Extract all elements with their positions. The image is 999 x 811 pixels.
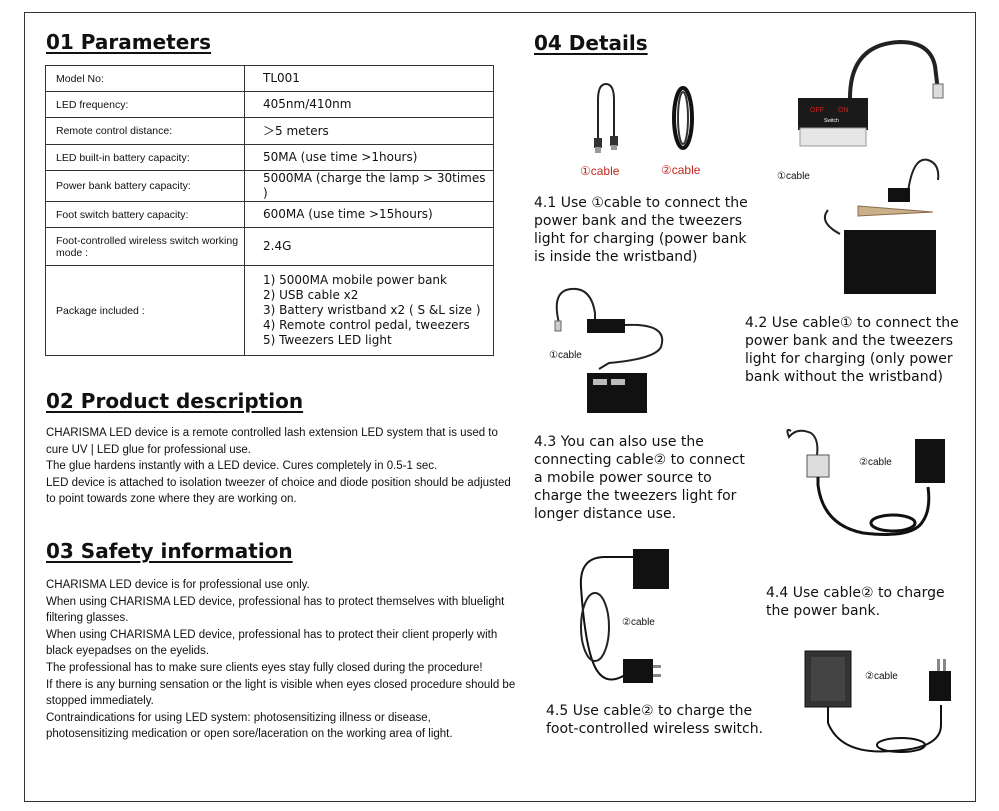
text-line: is inside the wristband) (534, 249, 698, 265)
param-value: TL001 (244, 65, 494, 92)
package-cell: 1) 5000MA mobile power bank 2) USB cable… (244, 265, 494, 356)
page-frame (24, 12, 976, 802)
param-label: Remote control distance: (45, 117, 245, 145)
paragraph: CHARISMA LED device is a remote controll… (46, 427, 498, 456)
cable2-label: ②cable (622, 617, 655, 628)
table-row: Remote control distance:＞5 meters (45, 117, 494, 145)
text-line: 4.5 Use cable② to charge the (546, 703, 753, 719)
text-line: 4.2 Use cable① to connect the (745, 315, 959, 331)
table-row: LED built-in battery capacity:50MA (use … (45, 144, 494, 171)
text-line: the power bank. (766, 603, 881, 619)
param-label: Foot switch battery capacity: (45, 201, 245, 228)
cable1-label: ①cable (580, 164, 620, 178)
text-line: 4.3 You can also use the (534, 434, 704, 450)
section-title-parameters: 01 Parameters (46, 30, 212, 54)
paragraph: If there is any burning sensation or the… (46, 678, 516, 708)
param-value: 5000MA (charge the lamp > 30times ) (244, 170, 494, 202)
safety-information: CHARISMA LED device is for professional … (46, 577, 516, 743)
param-value: 50MA (use time >1hours) (244, 144, 494, 171)
table-row: Power bank battery capacity:5000MA (char… (45, 170, 494, 202)
package-label: Package included : (45, 265, 245, 356)
paragraph: The glue hardens instantly with a LED de… (46, 460, 438, 473)
detail-4-3-text: 4.3 You can also use the connecting cabl… (534, 433, 745, 523)
param-value: ＞5 meters (244, 117, 494, 145)
text-line: 4.1 Use ①cable to connect the (534, 195, 748, 211)
list-item: 2) USB cable x2 (263, 288, 359, 302)
paragraph: CHARISMA LED device is for professional … (46, 579, 310, 591)
text-line: light for charging (only power (745, 351, 953, 367)
param-label: LED built-in battery capacity: (45, 144, 245, 171)
table-row: LED frequency:405nm/410nm (45, 91, 494, 118)
list-item: 3) Battery wristband x2 ( S &L size ) (263, 303, 481, 317)
tweezers-light-power-bank-image (554, 287, 664, 413)
table-row: Foot-controlled wireless switch working … (45, 227, 494, 266)
cable2-label: ②cable (859, 457, 892, 468)
foot-switch-charger-image (804, 650, 951, 753)
usb-c-cable-image (594, 82, 618, 153)
text-line: longer distance use. (534, 506, 677, 522)
section-title-product-description: 02 Product description (46, 389, 304, 413)
list-item: 5) Tweezers LED light (263, 333, 392, 347)
product-description: CHARISMA LED device is a remote controll… (46, 425, 516, 508)
text-line: a mobile power source to (534, 470, 712, 486)
table-row: Package included : 1) 5000MA mobile powe… (45, 265, 494, 356)
param-value: 2.4G (244, 227, 494, 266)
text-line: power bank and the tweezers (745, 333, 954, 349)
detail-4-5-text: 4.5 Use cable② to charge the foot-contro… (546, 702, 763, 738)
text-line: connecting cable② to connect (534, 452, 745, 468)
section-title-safety-information: 03 Safety information (46, 539, 293, 563)
text-line: 4.4 Use cable② to charge (766, 585, 945, 601)
detail-4-1-text: 4.1 Use ①cable to connect the power bank… (534, 194, 748, 266)
text-line: foot-controlled wireless switch. (546, 721, 764, 737)
param-label: Power bank battery capacity: (45, 170, 245, 202)
param-value: 405nm/410nm (244, 91, 494, 118)
paragraph: When using CHARISMA LED device, professi… (46, 595, 505, 625)
wristband-power-bank-image: OFF ON Switch (798, 39, 944, 147)
param-label: LED frequency: (45, 91, 245, 118)
device-switch-text: Switch (824, 118, 839, 124)
tweezers-power-bank-image (824, 158, 940, 294)
detail-4-4-text: 4.4 Use cable② to charge the power bank. (766, 584, 945, 620)
cable1-label: ①cable (777, 171, 810, 182)
list-item: 4) Remote control pedal, tweezers (263, 318, 470, 332)
device-off-text: OFF (810, 107, 824, 114)
text-line: charge the tweezers light for (534, 488, 737, 504)
text-line: power bank and the tweezers (534, 213, 743, 229)
cable2-label: ②cable (661, 163, 701, 177)
paragraph: The professional has to make sure client… (46, 661, 483, 674)
device-on-text: ON (838, 107, 849, 114)
text-line: light for charging (power bank (534, 231, 747, 247)
param-label: Foot-controlled wireless switch working … (45, 227, 245, 266)
paragraph: When using CHARISMA LED device, professi… (46, 628, 498, 658)
cable2-label: ②cable (865, 671, 898, 682)
coiled-cable-image (672, 86, 694, 150)
table-row: Foot switch battery capacity:600MA (use … (45, 201, 494, 228)
list-item: 1) 5000MA mobile power bank (263, 273, 447, 287)
parameters-table: Model No:TL001 LED frequency:405nm/410nm… (45, 65, 494, 356)
param-label: Model No: (45, 65, 245, 92)
tweezers-light-adapter-image (786, 428, 945, 536)
detail-4-2-text: 4.2 Use cable① to connect the power bank… (745, 314, 959, 386)
paragraph: LED device is attached to isolation twee… (46, 476, 511, 506)
cable1-label: ①cable (549, 350, 582, 361)
param-value: 600MA (use time >15hours) (244, 201, 494, 228)
table-row: Model No:TL001 (45, 65, 494, 92)
power-bank-charger-image (579, 549, 669, 683)
section-title-details: 04 Details (534, 31, 648, 55)
package-list: 1) 5000MA mobile power bank 2) USB cable… (263, 273, 493, 348)
text-line: bank without the wristband) (745, 369, 943, 385)
paragraph: Contraindications for using LED system: … (46, 711, 453, 741)
